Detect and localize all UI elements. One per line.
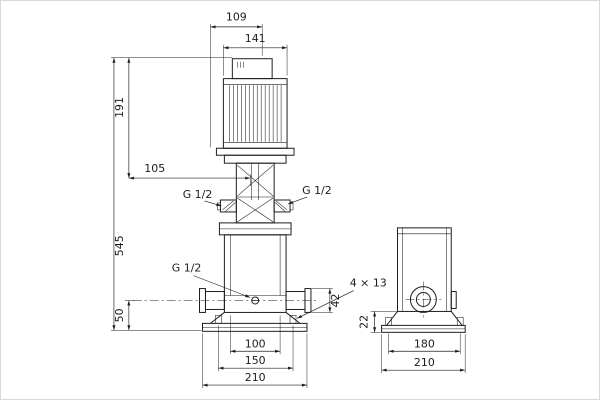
dim-210-front-label: 210 <box>245 371 266 384</box>
chamber-stack <box>223 234 287 313</box>
motor-flange <box>215 147 295 164</box>
drain-plug <box>251 296 260 305</box>
suction-port <box>199 288 225 313</box>
base <box>201 312 308 332</box>
side-bolt-hole-left <box>385 317 392 326</box>
terminal-box <box>231 58 273 80</box>
side-base <box>381 311 466 333</box>
port-label-top-left: G 1/2 <box>183 188 222 207</box>
port-top-right-label: G 1/2 <box>302 184 332 197</box>
dim-port-flange-size: 42 <box>311 288 342 313</box>
dim-42-label: 42 <box>329 294 342 308</box>
dim-50-label: 50 <box>113 308 126 322</box>
front-view <box>132 58 316 332</box>
port-label-top-right: G 1/2 <box>287 184 332 205</box>
side-port-stub <box>450 291 457 309</box>
bolt-hole-left <box>215 315 222 324</box>
dim-150-label: 150 <box>245 354 266 367</box>
dim-210-side-label: 210 <box>414 356 435 369</box>
dim-base-width-side: 210 <box>381 334 466 374</box>
motor <box>222 78 288 149</box>
dim-total-height: 545 <box>110 57 233 331</box>
dim-bolt-spacing-side: 180 <box>388 333 461 355</box>
dim-191-label: 191 <box>113 97 126 118</box>
discharge-port <box>285 288 312 313</box>
bolt-holes-label: 4 × 13 <box>350 277 387 290</box>
port-top-left-label: G 1/2 <box>183 188 213 201</box>
dim-141-label: 141 <box>245 32 266 45</box>
pump-head <box>218 222 292 236</box>
bolt-hole-right <box>289 315 297 324</box>
motor-fins <box>229 85 282 142</box>
side-body <box>397 227 452 312</box>
port-label-drain: G 1/2 <box>172 262 251 298</box>
dim-terminal-box-width: 109 <box>210 10 263 148</box>
dim-bolt-spacing-front: 150 <box>218 325 294 372</box>
dim-port-centre-height: 50 <box>113 300 135 331</box>
dim-motor-width: 141 <box>223 32 288 76</box>
dim-109-label: 109 <box>226 10 247 23</box>
dim-foot-width: 100 <box>230 315 281 355</box>
dim-head-clearance: 105 <box>128 162 251 187</box>
dim-100-label: 100 <box>245 337 266 350</box>
port-drain-label: G 1/2 <box>172 262 202 275</box>
dim-180-label: 180 <box>414 337 435 350</box>
dim-bolt-holes-callout: 4 × 13 <box>296 277 387 319</box>
dim-22-label: 22 <box>358 315 371 329</box>
side-view <box>381 227 466 333</box>
dim-motor-length: 191 <box>113 57 131 179</box>
side-port-flange <box>405 281 457 318</box>
dim-base-plate-height: 22 <box>358 311 397 333</box>
side-bolt-hole-right <box>456 317 464 326</box>
dim-base-width-front: 210 <box>202 333 308 389</box>
dim-545-label: 545 <box>113 235 126 256</box>
coupling-lantern <box>235 162 275 224</box>
port-top-right <box>273 199 294 213</box>
dim-105-label: 105 <box>144 162 165 175</box>
